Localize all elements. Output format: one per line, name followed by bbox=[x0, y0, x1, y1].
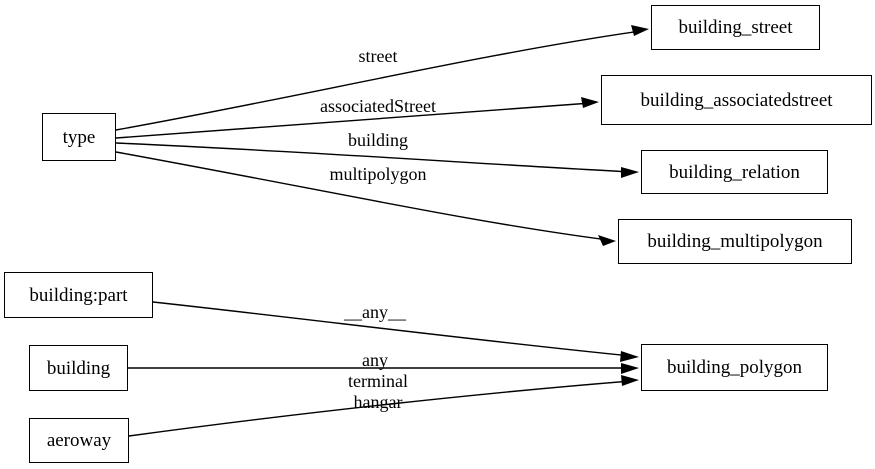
edge-label-multipolygon: multipolygon bbox=[329, 164, 427, 184]
node-aeroway[interactable]: aeroway bbox=[29, 418, 129, 463]
node-building-multipolygon-label: building_multipolygon bbox=[647, 231, 823, 252]
node-building[interactable]: building bbox=[29, 345, 128, 391]
node-aeroway-label: aeroway bbox=[46, 430, 112, 451]
node-building-label: building bbox=[46, 357, 111, 379]
edge-label-hangar: hangar bbox=[353, 392, 403, 412]
node-building-relation[interactable]: building_relation bbox=[641, 150, 828, 194]
node-type-label: type bbox=[62, 126, 96, 148]
arrowhead-building_polygon-from-part bbox=[620, 351, 639, 362]
node-building-relation-label: building_relation bbox=[669, 161, 800, 183]
arrowhead-building_street bbox=[631, 25, 649, 36]
arrowhead-building_relation bbox=[621, 167, 639, 178]
node-building-polygon[interactable]: building_polygon bbox=[641, 344, 828, 391]
arrowhead-building_polygon-from-aeroway bbox=[621, 375, 639, 386]
node-building-associatedstreet-label: building_associatedstreet bbox=[640, 89, 833, 111]
arrowhead-building_polygon-from-building bbox=[621, 363, 639, 374]
edge-label-street: street bbox=[358, 46, 398, 66]
edge-aeroway-to-building_polygon bbox=[128, 380, 632, 437]
edge-label-associatedstreet: associatedStreet bbox=[320, 96, 436, 116]
node-building-multipolygon[interactable]: building_multipolygon bbox=[618, 219, 852, 264]
edge-building_part-to-building_polygon bbox=[152, 301, 632, 357]
node-building-polygon-label: building_polygon bbox=[666, 357, 803, 378]
edge-label-building: building bbox=[347, 130, 409, 150]
edge-type-to-building_multipolygon bbox=[115, 151, 609, 241]
edge-type-to-building_relation bbox=[115, 142, 632, 173]
node-building-street[interactable]: building_street bbox=[651, 5, 820, 50]
arrowhead-building_associatedstreet bbox=[581, 97, 599, 108]
edge-type-to-building_street bbox=[115, 30, 642, 131]
node-type[interactable]: type bbox=[42, 113, 116, 161]
node-building-part[interactable]: building:part bbox=[4, 272, 153, 318]
node-building-part-label: building:part bbox=[29, 284, 128, 306]
node-building-street-label: building_street bbox=[678, 17, 793, 38]
arrowhead-building_multipolygon bbox=[598, 235, 616, 246]
node-building-associatedstreet[interactable]: building_associatedstreet bbox=[601, 75, 872, 125]
edge-label-any-building: __any__ bbox=[344, 350, 406, 370]
edge-label-any-building-part: __any__ bbox=[344, 302, 406, 322]
edge-type-to-building_associatedstreet bbox=[115, 102, 592, 139]
edge-label-terminal: terminal bbox=[348, 371, 408, 391]
